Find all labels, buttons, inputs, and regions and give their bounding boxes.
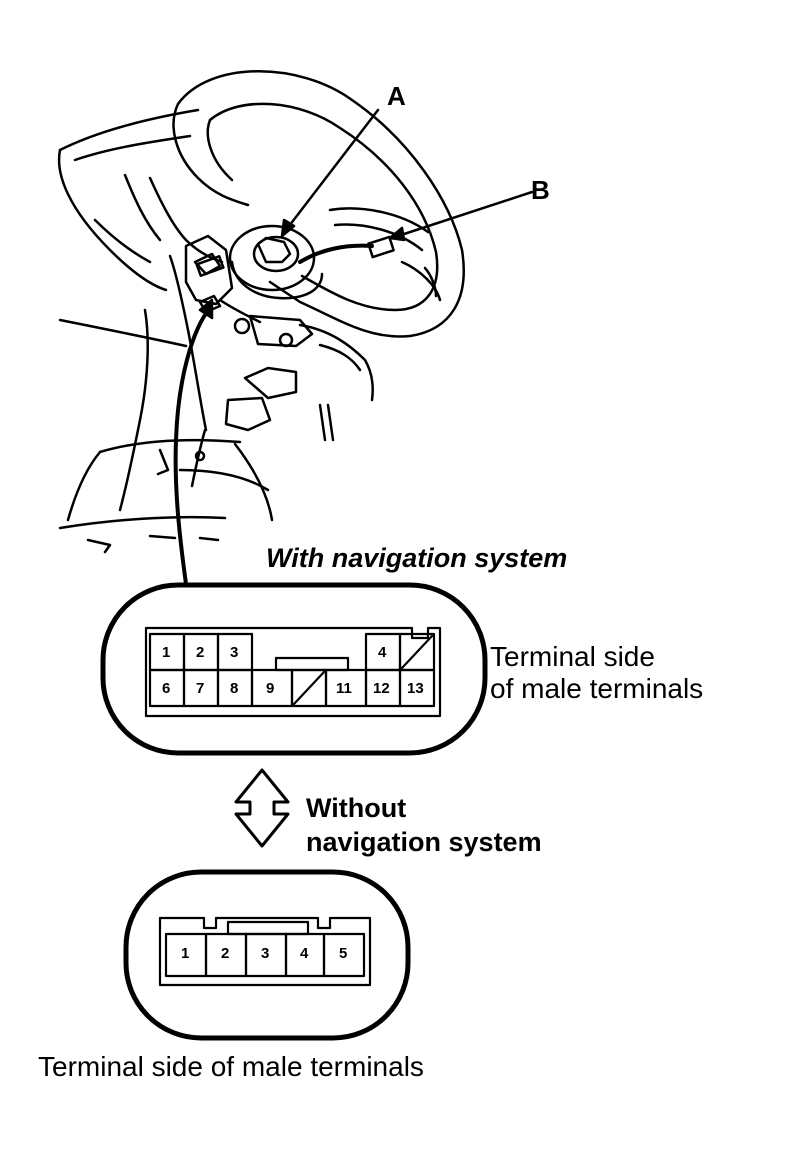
callout-b: B	[531, 175, 550, 205]
nav-pin-12: 12	[373, 680, 390, 697]
callout-b-pointer	[396, 190, 534, 238]
steering-column-illustration	[57, 70, 465, 554]
nav-pin-9: 9	[266, 680, 275, 697]
basic-pin-3: 3	[261, 945, 270, 962]
nav-connector-frame	[100, 582, 488, 756]
basic-pin-2: 2	[221, 945, 230, 962]
up-down-double-arrow-icon	[234, 768, 290, 848]
nav-pin-8: 8	[230, 680, 239, 697]
nav-connector-caption-line1: Terminal side	[490, 641, 655, 672]
nav-pin-6: 6	[162, 680, 171, 697]
callout-a-pointer	[284, 108, 380, 232]
nav-pin-4: 4	[378, 644, 387, 661]
nav-connector-housing	[144, 626, 442, 718]
basic-connector-housing	[158, 916, 372, 987]
without-nav-label-line1: Without	[306, 793, 407, 823]
basic-pin-5: 5	[339, 945, 348, 962]
nav-connector-heading: With navigation system	[266, 543, 568, 573]
callout-a: A	[387, 81, 406, 111]
harness-lead	[173, 306, 212, 586]
basic-pin-4: 4	[300, 945, 309, 962]
nav-pin-13: 13	[407, 680, 424, 697]
nav-pin-2: 2	[196, 644, 205, 661]
basic-connector-frame	[123, 869, 411, 1041]
without-nav-label-line2: navigation system	[306, 827, 542, 857]
nav-pin-3: 3	[230, 644, 239, 661]
nav-connector-caption-line2: of male terminals	[490, 673, 704, 704]
nav-pin-7: 7	[196, 680, 205, 697]
basic-connector-caption: Terminal side of male terminals	[38, 1051, 424, 1082]
basic-pin-1: 1	[181, 945, 190, 962]
nav-pin-11: 11	[336, 680, 352, 697]
nav-pin-1: 1	[162, 644, 171, 661]
